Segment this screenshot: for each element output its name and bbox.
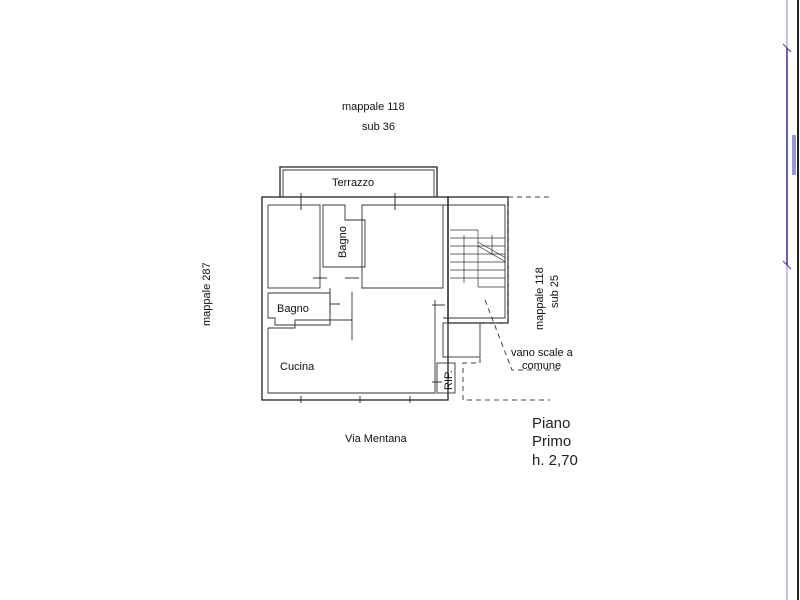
west-neighbor-label: mappale 287 (201, 262, 213, 326)
street-label: Via Mentana (345, 433, 407, 445)
stairwell-label-2: comune (522, 360, 561, 372)
sheet-frame (782, 0, 799, 600)
north-neighbor-label: mappale 118 (342, 101, 405, 113)
east-neighbor-label: mappale 118 (534, 267, 546, 330)
terrace-label: Terrazzo (332, 177, 374, 189)
stairwell-label-1: vano scale a (511, 347, 574, 359)
property-boundary (462, 196, 563, 401)
north-sub-label: sub 36 (362, 121, 395, 133)
kitchen-label: Cucina (280, 361, 315, 373)
storage-label: RIP. (443, 370, 455, 390)
bath-lower-label: Bagno (277, 303, 309, 315)
height-label: h. 2,70 (532, 452, 578, 469)
staircase (450, 229, 507, 288)
terrace (279, 166, 438, 197)
floor-label: Piano (532, 415, 570, 432)
openings (300, 193, 445, 403)
floor-name-label: Primo (532, 433, 571, 450)
bath-upper-label: Bagno (337, 226, 349, 258)
east-sub-label: sub 25 (549, 275, 561, 308)
